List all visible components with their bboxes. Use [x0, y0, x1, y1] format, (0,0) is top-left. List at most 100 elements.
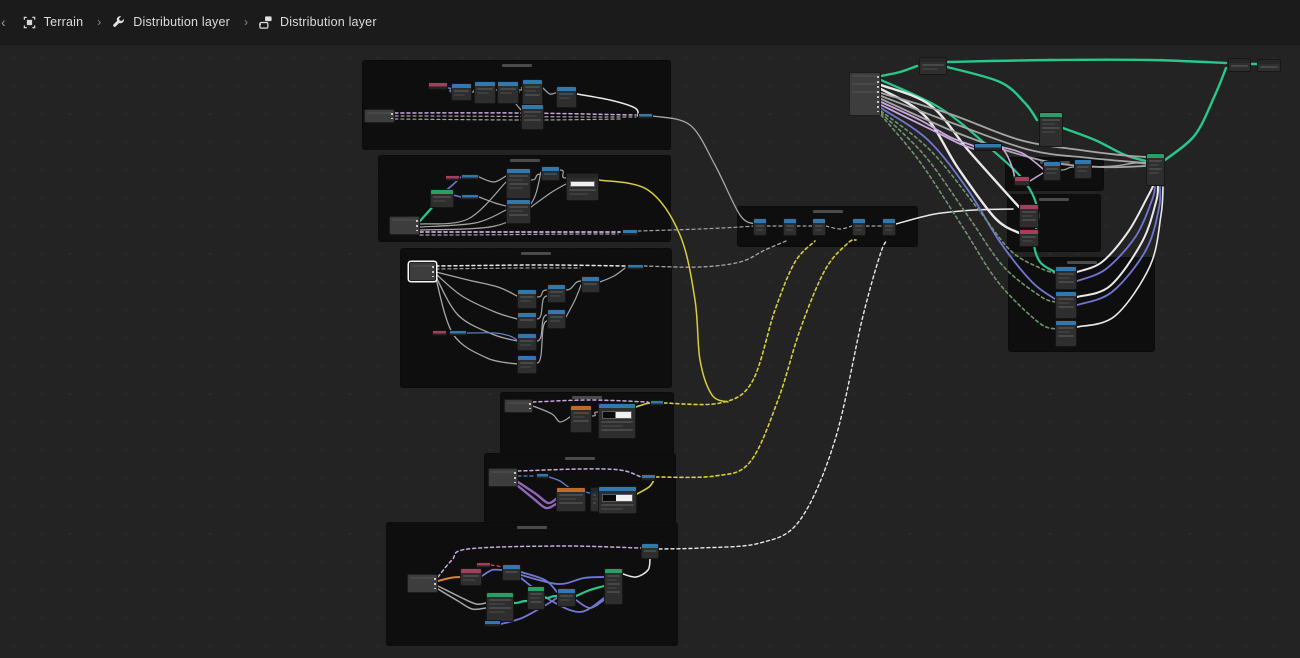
mini-node-chip[interactable]: [445, 175, 460, 181]
mini-node-chip[interactable]: [650, 400, 664, 406]
node[interactable]: [1055, 291, 1077, 319]
node-socket-row: [569, 193, 588, 195]
breadcrumb-item-scene[interactable]: Terrain: [22, 15, 84, 30]
node[interactable]: [517, 355, 537, 374]
node[interactable]: [1039, 112, 1063, 147]
node-header: [591, 488, 598, 492]
node-header: [567, 174, 598, 178]
node[interactable]: [783, 218, 797, 236]
mini-node-chip[interactable]: [974, 143, 1002, 151]
mini-node-chip[interactable]: [476, 562, 491, 568]
node-socket-row: [550, 320, 561, 322]
node[interactable]: [541, 166, 560, 181]
node[interactable]: [581, 276, 600, 293]
node-socket-row: [489, 599, 511, 601]
node[interactable]: [556, 86, 577, 108]
breadcrumb-label[interactable]: Distribution layer: [279, 15, 377, 29]
node-header: [853, 219, 865, 223]
mini-node-chip[interactable]: [638, 113, 653, 119]
node[interactable]: [1074, 159, 1092, 179]
node[interactable]: [604, 568, 623, 605]
node[interactable]: [1043, 161, 1061, 181]
mini-node-chip[interactable]: [484, 620, 501, 627]
group-input-node[interactable]: [488, 468, 518, 487]
mini-node-chip[interactable]: [461, 174, 479, 180]
node[interactable]: [566, 173, 599, 201]
breadcrumb-item-modifier[interactable]: Distribution layer: [111, 15, 230, 30]
node[interactable]: [753, 218, 767, 236]
node-socket-row: [433, 196, 451, 198]
node-header: [452, 84, 471, 88]
node[interactable]: [522, 79, 543, 106]
node-header: [542, 167, 559, 171]
node[interactable]: [812, 218, 826, 236]
node-socket-row: [1058, 302, 1070, 304]
node[interactable]: [1055, 266, 1077, 290]
node[interactable]: [547, 284, 566, 303]
mini-node-chip[interactable]: [428, 82, 448, 90]
group-input-node[interactable]: [407, 574, 438, 593]
node[interactable]: [641, 543, 659, 559]
node[interactable]: [1019, 229, 1039, 247]
color-ramp-widget[interactable]: [602, 411, 632, 419]
node[interactable]: [474, 81, 496, 104]
mini-node-chip[interactable]: [432, 330, 447, 336]
node[interactable]: [506, 199, 531, 224]
node-socket-row: [593, 494, 596, 496]
node[interactable]: [430, 189, 454, 208]
mini-node-chip[interactable]: [536, 473, 549, 479]
node[interactable]: [570, 405, 592, 433]
node[interactable]: [517, 289, 537, 309]
node[interactable]: [486, 592, 514, 622]
node[interactable]: [1146, 153, 1165, 186]
mini-node-chip[interactable]: [641, 474, 656, 481]
node-header: [518, 356, 536, 360]
frame-title: [501, 64, 532, 67]
node[interactable]: [502, 564, 521, 581]
breadcrumb-item-nodetree[interactable]: Distribution layer: [258, 15, 377, 30]
group-input-node[interactable]: [409, 262, 436, 281]
mini-node-chip[interactable]: [622, 229, 638, 236]
node[interactable]: [1055, 320, 1077, 347]
node[interactable]: [451, 83, 472, 101]
node[interactable]: [460, 568, 482, 586]
group-input-node[interactable]: [389, 216, 420, 235]
node-socket-row: [1042, 119, 1060, 121]
node-socket-row: [509, 206, 528, 208]
node-socket-row: [1022, 219, 1036, 221]
node[interactable]: [1014, 176, 1030, 186]
node[interactable]: [547, 309, 566, 329]
breadcrumb-label[interactable]: Distribution layer: [133, 15, 230, 29]
node[interactable]: [517, 333, 537, 351]
mini-node-chip[interactable]: [627, 264, 644, 270]
node[interactable]: [517, 312, 537, 329]
node-socket-row: [1022, 211, 1036, 213]
node-socket-row: [524, 115, 537, 117]
node[interactable]: [521, 104, 544, 130]
node-header: [1147, 154, 1164, 158]
node[interactable]: [598, 403, 636, 439]
node[interactable]: [1228, 58, 1251, 72]
group-input-node[interactable]: [364, 109, 395, 123]
node-socket-row: [815, 225, 823, 227]
mini-node-chip[interactable]: [449, 330, 467, 336]
color-ramp-widget[interactable]: [602, 494, 633, 502]
group-input-node[interactable]: [849, 72, 881, 116]
color-swatch-widget[interactable]: [570, 181, 595, 187]
node[interactable]: [919, 57, 947, 75]
node[interactable]: [1257, 59, 1281, 72]
node[interactable]: [556, 487, 586, 512]
mini-node-chip[interactable]: [461, 194, 479, 200]
breadcrumb-label[interactable]: Terrain: [43, 15, 84, 29]
node[interactable]: [506, 168, 531, 199]
group-input-node[interactable]: [504, 399, 533, 413]
node[interactable]: [852, 218, 866, 236]
node[interactable]: [527, 586, 545, 610]
collapse-chevron-icon[interactable]: ‹: [1, 14, 6, 30]
node-socket-row: [550, 291, 563, 293]
node[interactable]: [497, 81, 519, 104]
node[interactable]: [598, 486, 637, 514]
node[interactable]: [557, 588, 576, 607]
node[interactable]: [882, 218, 896, 236]
node[interactable]: [1019, 204, 1039, 228]
